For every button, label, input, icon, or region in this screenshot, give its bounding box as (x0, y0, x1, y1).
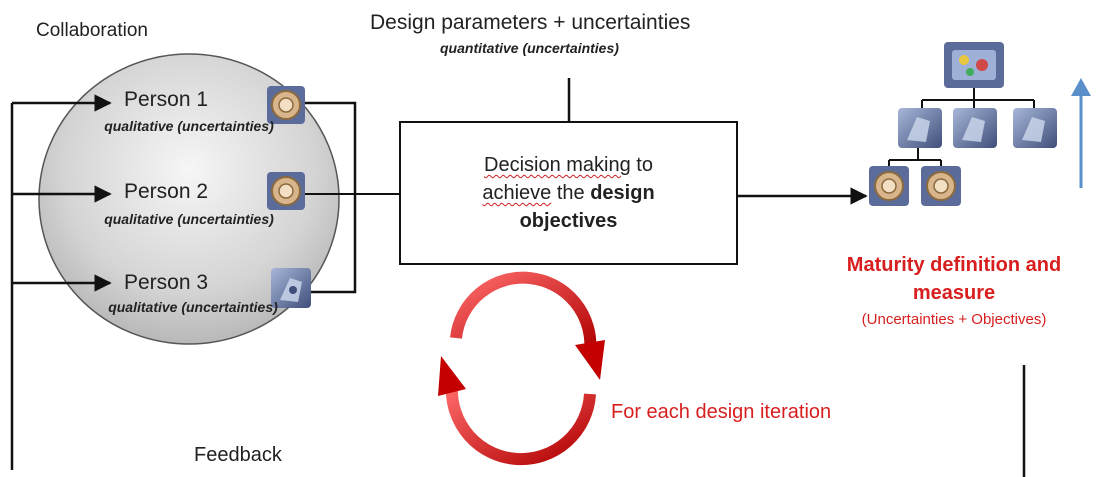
iteration-label: For each design iteration (611, 401, 832, 423)
leaf-part-icon-1 (869, 166, 909, 206)
person-3-part-icon (271, 268, 311, 308)
person-2-note: qualitative (uncertainties) (104, 211, 274, 227)
maturity-up-arrow (1071, 78, 1091, 188)
subassembly-icon-3 (1013, 108, 1057, 148)
person-2-label: Person 2 (123, 180, 209, 203)
assembly-root-icon (944, 42, 1004, 88)
decision-line2-a: achieve (482, 182, 552, 204)
maturity-title: Maturity definition and measure (846, 254, 1062, 304)
collaboration-label: Collaboration (36, 20, 148, 41)
persons-bracket (305, 101, 357, 294)
decision-line1: Decision making (484, 154, 631, 176)
decision-line1-tail: to (636, 154, 653, 176)
maturity-subtitle: (Uncertainties + Objectives) (861, 311, 1047, 328)
person-2-part-icon (267, 172, 305, 210)
hierarchy-tree-lines (888, 88, 1035, 166)
quantitative-label: quantitative (uncertainties) (440, 40, 619, 56)
decision-line3-bold: objectives (519, 210, 618, 232)
person-1-label: Person 1 (123, 88, 209, 111)
feedback-label: Feedback (194, 444, 282, 466)
person-3-label: Person 3 (123, 271, 209, 294)
leaf-part-icon-2 (921, 166, 961, 206)
subassembly-icon-1 (898, 108, 942, 148)
iteration-cycle-icon (438, 271, 605, 466)
subassembly-icon-2 (953, 108, 997, 148)
decision-box: Decision making to achieve the design ob… (399, 121, 738, 265)
person-1-note: qualitative (uncertainties) (104, 118, 274, 134)
decision-line2-bold: design (590, 182, 655, 204)
person-1-part-icon (267, 86, 305, 124)
person-3-note: qualitative (uncertainties) (108, 299, 278, 315)
collaboration-circle (38, 53, 340, 345)
design-parameters-label: Design parameters + uncertainties (370, 11, 691, 34)
decision-line2-b: the (556, 182, 585, 204)
